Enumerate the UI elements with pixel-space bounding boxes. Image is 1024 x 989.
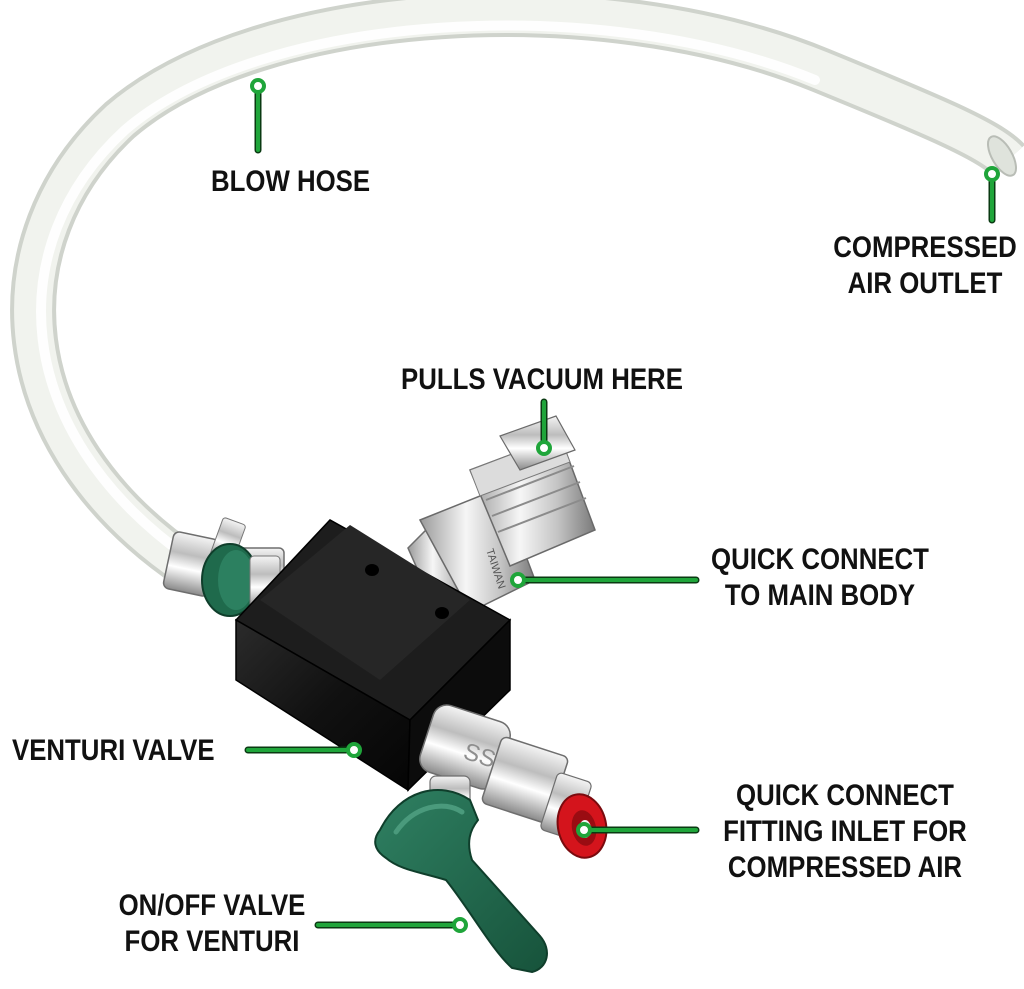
label-on-off-valve: ON/OFF VALVE FOR VENTURI <box>118 889 306 958</box>
callout-dot-outlet <box>984 166 1000 182</box>
label-pulls-vacuum-here: PULLS VACUUM HERE <box>401 363 683 396</box>
label-compressed-air-outlet: COMPRESSED AIR OUTLET <box>833 231 1017 300</box>
callout-dot-venturi <box>346 742 362 758</box>
hose-barb-fitting <box>162 517 285 617</box>
blow-hose <box>10 0 1024 588</box>
label-quick-connect-inlet: QUICK CONNECT FITTING INLET FOR COMPRESS… <box>723 779 967 884</box>
callout-dot-blow-hose <box>250 78 266 94</box>
callout-leaders <box>244 84 996 929</box>
callout-dot-inlet <box>576 822 592 838</box>
valve-handle <box>374 789 548 974</box>
callout-dot-vacuum <box>536 440 552 456</box>
label-quick-connect-main-body: QUICK CONNECT TO MAIN BODY <box>711 543 929 612</box>
label-blow-hose: BLOW HOSE <box>211 165 371 198</box>
callout-dot-main-body <box>510 572 526 588</box>
label-venturi-valve: VENTURI VALVE <box>12 734 215 767</box>
callout-dot-on-off <box>452 917 468 933</box>
callout-dots <box>250 78 1000 933</box>
